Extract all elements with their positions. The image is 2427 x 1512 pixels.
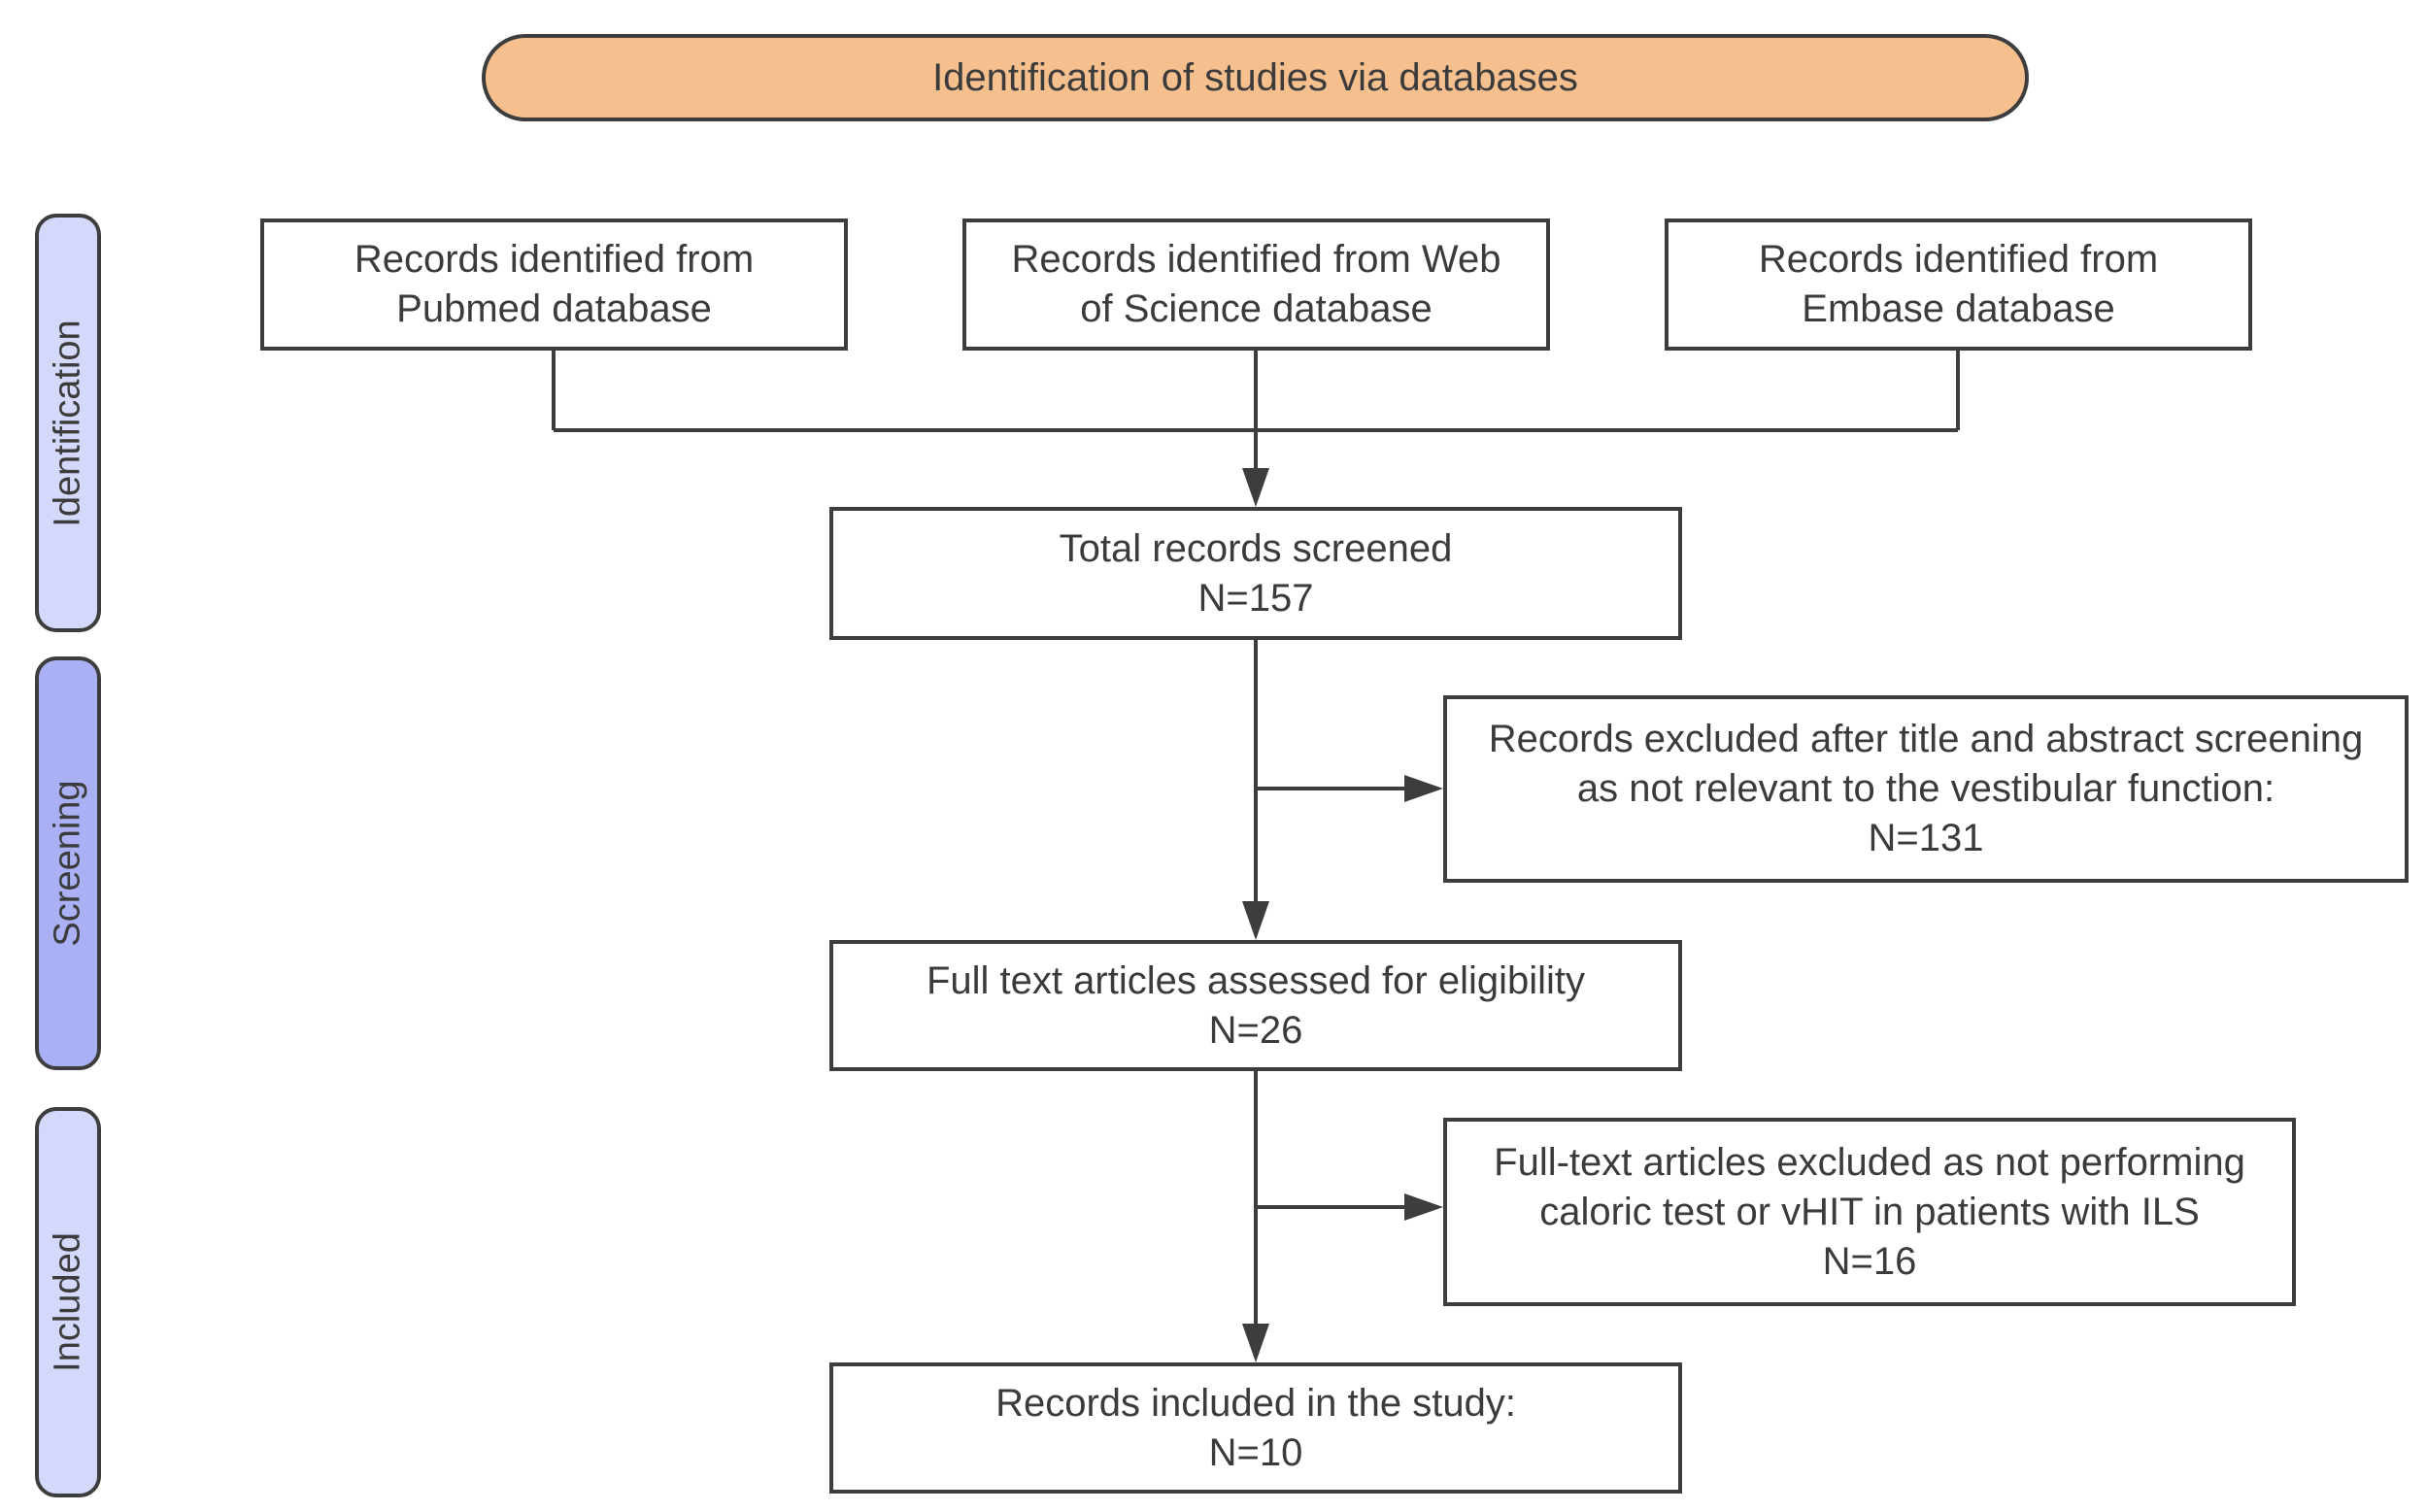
excluded-screening-label: Records excluded after title and abstrac…: [1488, 718, 2364, 810]
phase-included: Included: [35, 1107, 101, 1497]
eligibility-box: Full text articles assessed for eligibil…: [829, 940, 1682, 1071]
arrowhead-to-eligibility: [1242, 901, 1269, 940]
phase-screening-label: Screening: [47, 780, 88, 947]
included-box: Records included in the study: N=10: [829, 1362, 1682, 1494]
included-count: N=10: [1208, 1430, 1303, 1474]
excluded-fulltext-count: N=16: [1822, 1239, 1917, 1283]
header-banner: Identification of studies via databases: [482, 34, 2029, 121]
arrowhead-to-excluded-fulltext: [1404, 1193, 1443, 1221]
screened-box: Total records screened N=157: [829, 507, 1682, 640]
excluded-fulltext-box: Full-text articles excluded as not perfo…: [1443, 1118, 2296, 1306]
screened-label: Total records screened: [1059, 526, 1453, 570]
source-wos-label: Records identified from Web of Science d…: [1011, 238, 1501, 330]
source-wos-box: Records identified from Web of Science d…: [962, 218, 1550, 351]
eligibility-count: N=26: [1208, 1008, 1303, 1052]
excluded-screening-box: Records excluded after title and abstrac…: [1443, 695, 2409, 883]
excluded-fulltext-label: Full-text articles excluded as not perfo…: [1494, 1140, 2245, 1233]
screened-count: N=157: [1197, 576, 1314, 620]
included-label: Records included in the study:: [995, 1381, 1516, 1425]
arrowhead-to-screened: [1242, 468, 1269, 507]
arrowhead-to-included: [1242, 1324, 1269, 1362]
arrowhead-to-excluded-screening: [1404, 775, 1443, 802]
eligibility-label: Full text articles assessed for eligibil…: [926, 958, 1586, 1002]
phase-screening: Screening: [35, 656, 101, 1070]
phase-identification: Identification: [35, 214, 101, 632]
source-embase-box: Records identified from Embase database: [1665, 218, 2252, 351]
excluded-screening-count: N=131: [1868, 817, 1984, 859]
source-pubmed-label: Records identified from Pubmed database: [354, 238, 755, 330]
phase-identification-label: Identification: [47, 319, 88, 527]
phase-included-label: Included: [47, 1232, 88, 1372]
source-pubmed-box: Records identified from Pubmed database: [260, 218, 848, 351]
header-label: Identification of studies via databases: [932, 55, 1578, 99]
source-embase-label: Records identified from Embase database: [1758, 238, 2159, 330]
